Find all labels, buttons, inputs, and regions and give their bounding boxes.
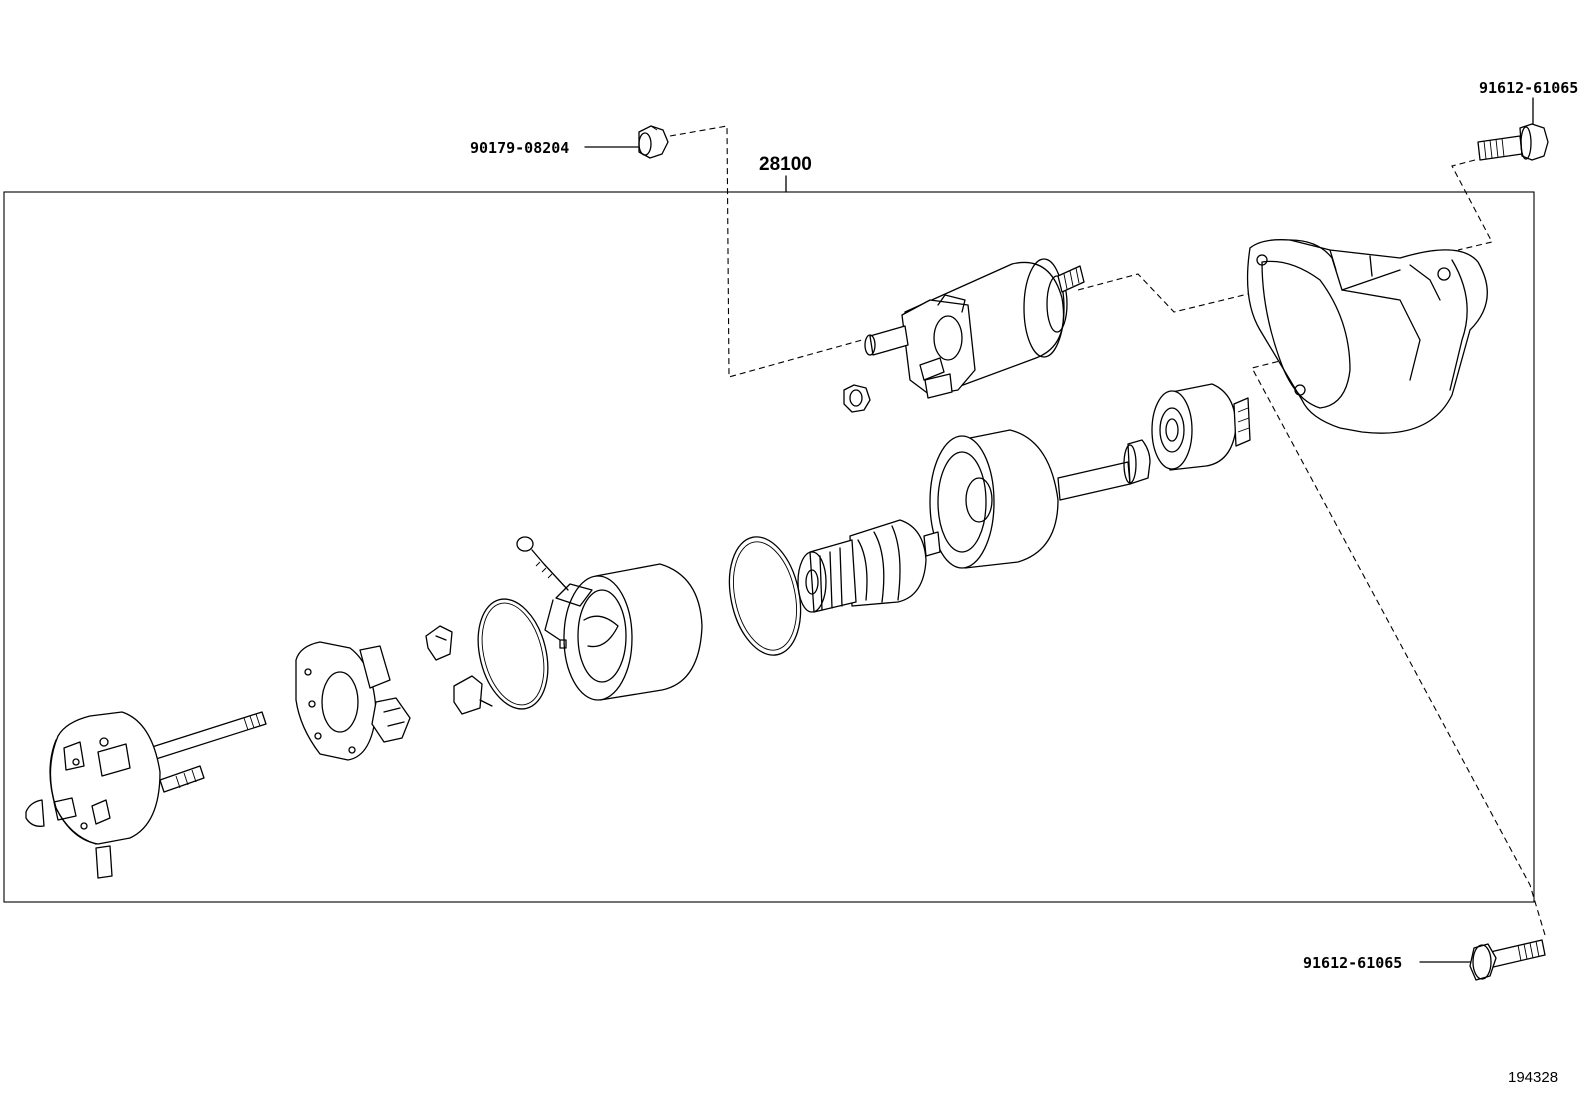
- bolt-bottom-label[interactable]: 91612-61065: [1303, 954, 1402, 972]
- armature-part[interactable]: [797, 519, 941, 613]
- nut-part[interactable]: [638, 125, 669, 159]
- center-bearing-clutch-part[interactable]: [929, 429, 1151, 569]
- o-ring-right-part[interactable]: [719, 530, 810, 662]
- nut-label[interactable]: 90179-08204: [470, 139, 569, 157]
- assembly-frame: [3, 191, 1535, 903]
- magnetic-switch-part[interactable]: [864, 258, 1085, 399]
- commutator-end-frame-part[interactable]: [25, 711, 161, 879]
- bolt-top-part[interactable]: [1477, 123, 1549, 161]
- illustration-id: 194328: [1508, 1069, 1558, 1086]
- assembly-label[interactable]: 28100: [759, 154, 812, 175]
- brush-part[interactable]: [453, 675, 493, 715]
- solenoid-dash-line: [1077, 273, 1249, 313]
- bolt-bottom-dash-line: [1251, 355, 1546, 936]
- nut-dash-line: [669, 125, 863, 378]
- pinion-clutch-part[interactable]: [1151, 383, 1251, 471]
- through-bolt-short-part[interactable]: [159, 765, 205, 793]
- brush-holder-part[interactable]: [295, 641, 411, 761]
- yoke-field-frame-part[interactable]: [516, 536, 703, 701]
- solenoid-nut-part[interactable]: [843, 384, 871, 413]
- brush-spring-part[interactable]: [425, 625, 453, 661]
- o-ring-left-part[interactable]: [467, 592, 558, 717]
- bolt-bottom-part[interactable]: [1469, 939, 1546, 981]
- bolt-top-label[interactable]: 91612-61065: [1479, 79, 1578, 97]
- bolt-top-dash-line: [1451, 159, 1493, 251]
- drive-housing-part[interactable]: [1246, 239, 1488, 434]
